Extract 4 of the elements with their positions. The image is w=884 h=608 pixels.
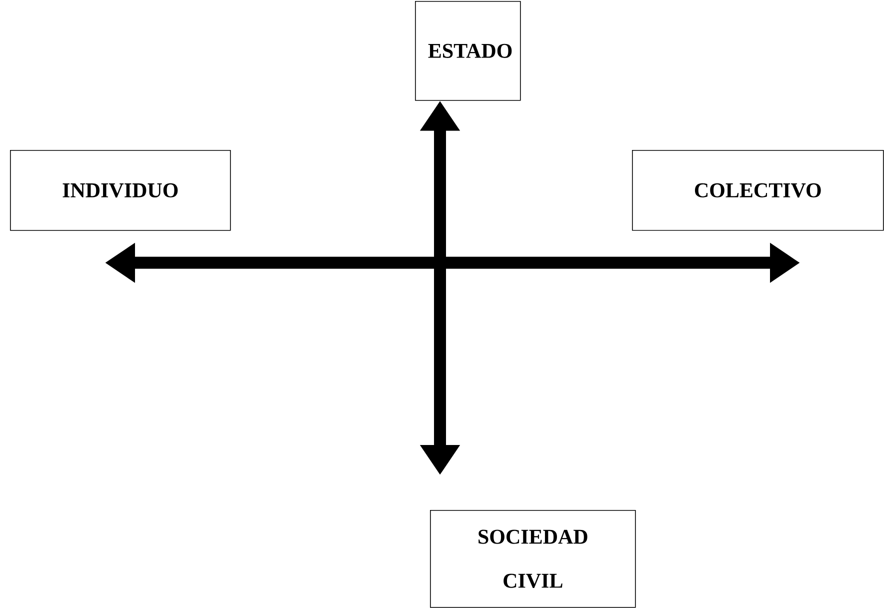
label-box: COLECTIVO [632, 150, 884, 231]
label-box: INDIVIDUO [10, 150, 231, 231]
label-box: ESTADO [415, 1, 521, 101]
label-box: SOCIEDAD CIVIL [430, 510, 636, 608]
